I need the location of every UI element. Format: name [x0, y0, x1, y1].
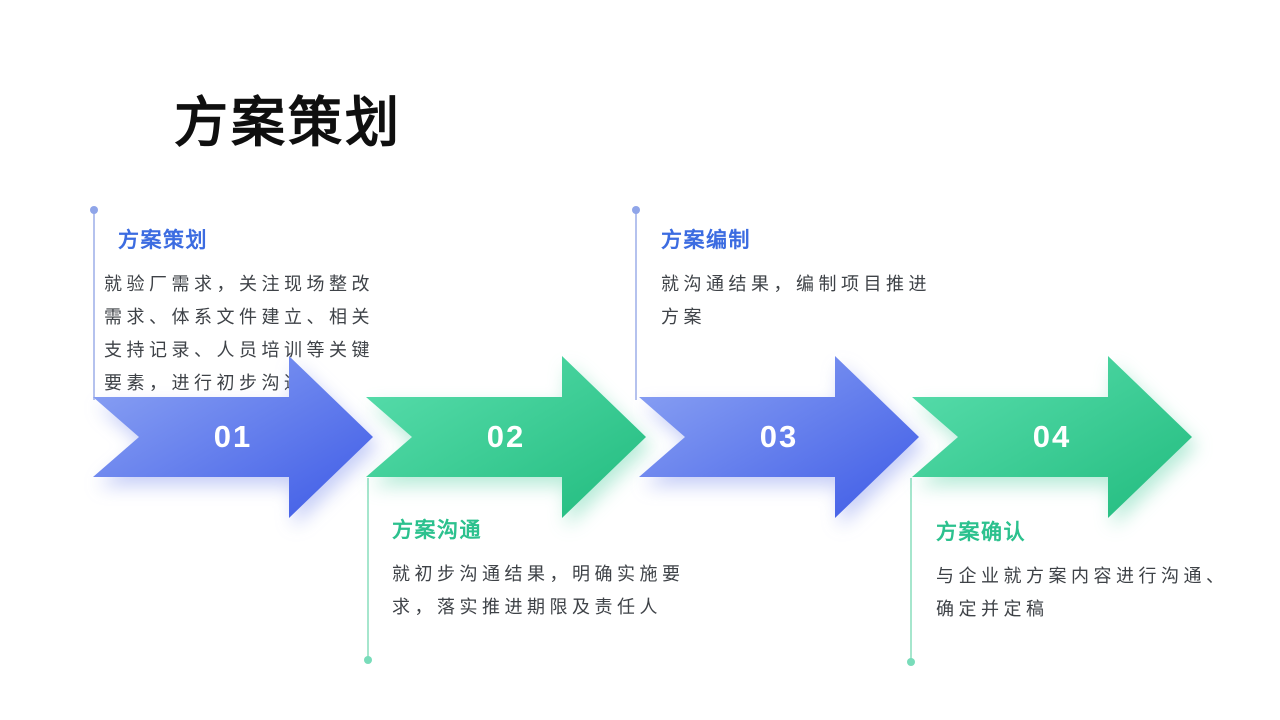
step3-number: 03	[759, 419, 799, 454]
step1-heading: 方案策划	[118, 228, 208, 252]
connector-line-step1	[93, 210, 95, 400]
right-arrow-icon	[912, 356, 1192, 518]
step1-textblock: 方案策划 就验厂需求，关注现场整改 需求、体系文件建立、相关 支持记录、人员培训…	[104, 226, 374, 400]
step4-arrow: 04	[912, 356, 1192, 518]
connector-line-step3	[635, 210, 637, 400]
step2-arrow: 02	[366, 356, 646, 518]
step3-body-line: 就沟通结果，编制项目推进	[661, 274, 931, 294]
connector-dot-step1	[90, 206, 98, 214]
step4-body-line: 确定并定稿	[936, 599, 1049, 619]
step3-arrow: 03	[639, 356, 919, 518]
step3-heading: 方案编制	[661, 228, 751, 252]
step1-body-line: 要素，进行初步沟通	[104, 373, 307, 393]
step2-heading: 方案沟通	[392, 518, 482, 542]
connector-line-step4	[910, 478, 912, 662]
step2-body-line: 求，落实推进期限及责任人	[392, 597, 662, 617]
step2-body: 就初步沟通结果，明确实施要 求，落实推进期限及责任人	[392, 558, 685, 624]
step2-body-line: 就初步沟通结果，明确实施要	[392, 564, 685, 584]
step1-body-line: 支持记录、人员培训等关键	[104, 340, 374, 360]
step3-body-line: 方案	[661, 307, 706, 327]
step1-body-line: 需求、体系文件建立、相关	[104, 307, 374, 327]
step4-body-line: 与企业就方案内容进行沟通、	[936, 566, 1229, 586]
step2-textblock: 方案沟通 就初步沟通结果，明确实施要 求，落实推进期限及责任人	[392, 516, 685, 624]
right-arrow-icon	[366, 356, 646, 518]
step4-heading: 方案确认	[936, 520, 1026, 544]
connector-line-step2	[367, 478, 369, 660]
step3-body: 就沟通结果，编制项目推进 方案	[661, 268, 931, 334]
step1-body: 就验厂需求，关注现场整改 需求、体系文件建立、相关 支持记录、人员培训等关键 要…	[104, 268, 374, 400]
step1-body-line: 就验厂需求，关注现场整改	[104, 274, 374, 294]
step1-arrow: 01	[93, 356, 373, 518]
connector-dot-step3	[632, 206, 640, 214]
step4-body: 与企业就方案内容进行沟通、 确定并定稿	[936, 560, 1229, 626]
connector-dot-step4	[907, 658, 915, 666]
step3-textblock: 方案编制 就沟通结果，编制项目推进 方案	[661, 226, 931, 334]
step4-textblock: 方案确认 与企业就方案内容进行沟通、 确定并定稿	[936, 518, 1229, 626]
right-arrow-icon	[639, 356, 919, 518]
step1-number: 01	[213, 419, 253, 454]
step2-number: 02	[486, 419, 526, 454]
slide-title: 方案策划	[174, 93, 402, 153]
right-arrow-icon	[93, 356, 373, 518]
connector-dot-step2	[364, 656, 372, 664]
step4-number: 04	[1032, 419, 1072, 454]
